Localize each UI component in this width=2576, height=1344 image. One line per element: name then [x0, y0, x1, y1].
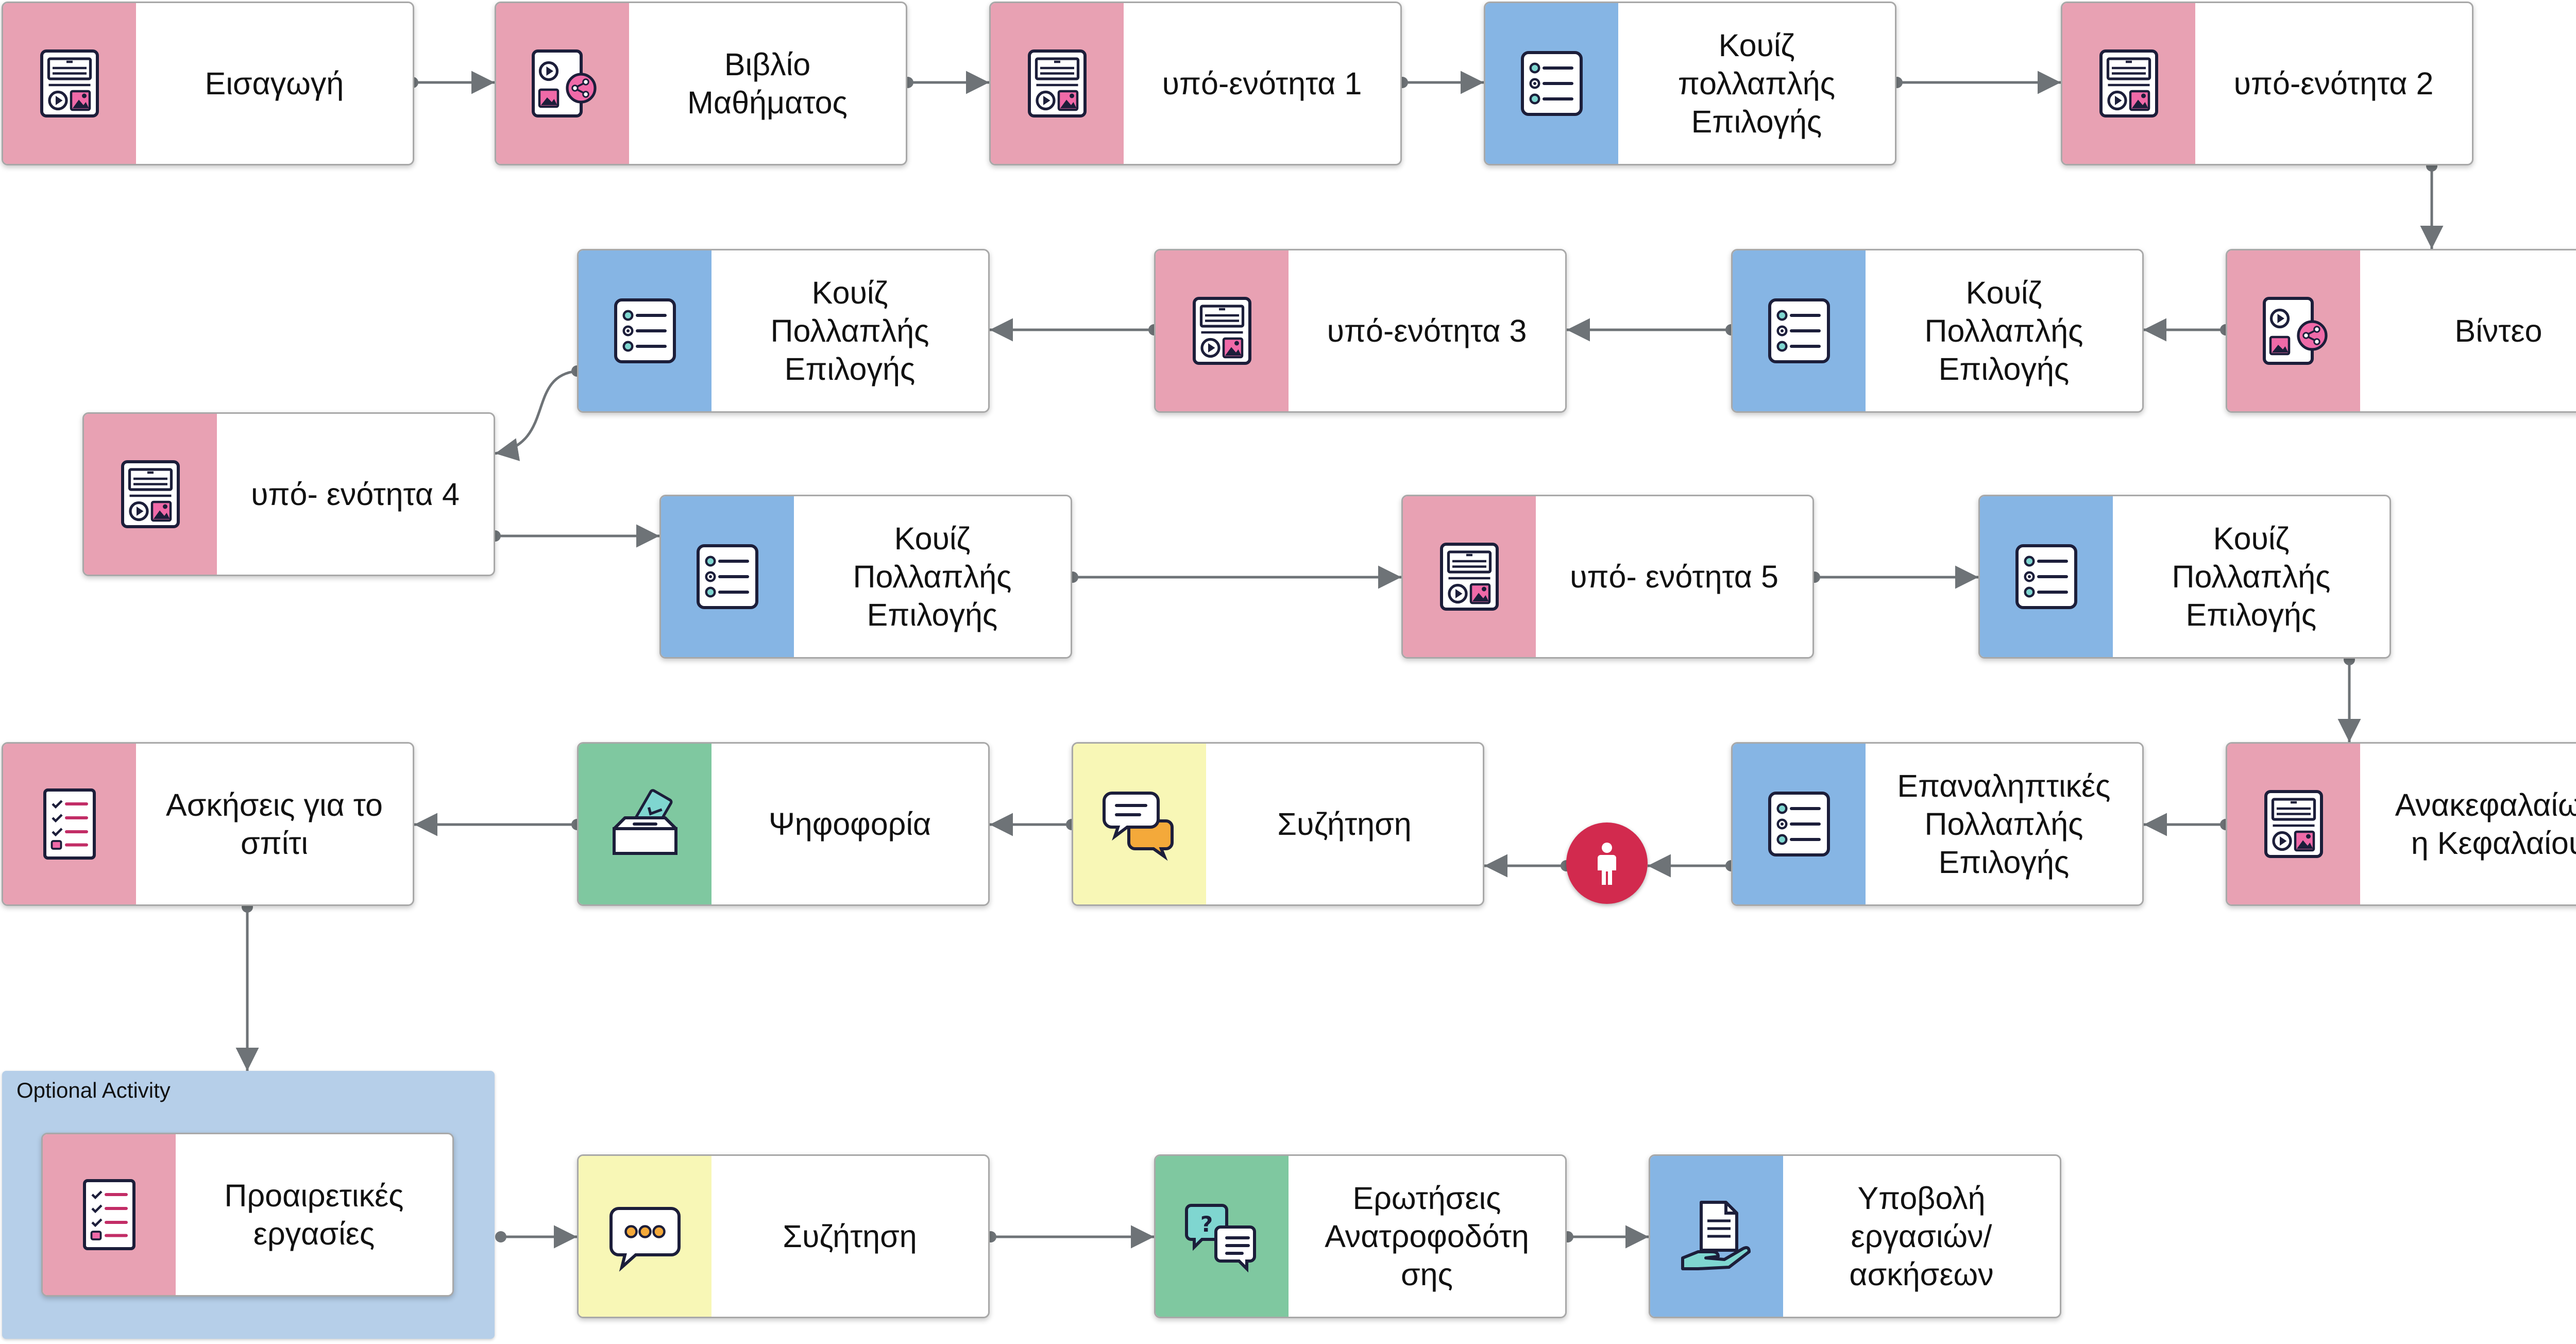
quiz-list-icon [689, 538, 766, 615]
quiz-list-icon [2008, 538, 2085, 615]
node-homework[interactable]: Ασκήσεις για το σπίτι [2, 742, 414, 906]
node-icon-area [579, 744, 711, 904]
node-quiz-5[interactable]: Κουίζ Πολλαπλής Επιλογής [1978, 495, 2391, 659]
node-textbook[interactable]: Βιβλίο Μαθήματος [495, 2, 907, 165]
node-feedback-questions[interactable]: Ερωτήσεις Ανατροφοδότη σης [1154, 1154, 1567, 1318]
node-label: Ψηφοφορία [768, 807, 931, 842]
content-page-icon [31, 45, 108, 122]
node-label: Συζήτηση [1277, 807, 1412, 842]
node-label: Κουίζ Πολλαπλής Επιλογής [770, 275, 929, 387]
node-label: Ασκήσεις για το σπίτι [166, 787, 383, 861]
node-subsection-4[interactable]: υπό- ενότητα 4 [82, 412, 495, 576]
node-icon-area [1156, 1156, 1289, 1317]
node-icon-area [991, 3, 1124, 164]
node-label: Ανακεφαλαίωσ η Κεφαλαίου [2395, 787, 2576, 861]
node-icon-area [1733, 250, 1866, 411]
content-page-icon [1431, 538, 1508, 615]
node-label: Βιβλίο Μαθήματος [687, 47, 848, 120]
node-icon-area [84, 414, 217, 575]
node-quiz-2[interactable]: Κουίζ Πολλαπλής Επιλογής [1731, 249, 2144, 413]
node-label: Επαναληπτικές Πολλαπλής Επιλογής [1897, 768, 2111, 880]
node-label: υπό-ενότητα 2 [2233, 66, 2434, 101]
node-video[interactable]: Βίντεο [2226, 249, 2576, 413]
node-label: Υποβολή εργασιών/ ασκήσεων [1849, 1181, 1994, 1292]
document-hand-icon [1678, 1198, 1755, 1275]
group-title: Optional Activity [16, 1078, 171, 1102]
node-label: υπό-ενότητα 1 [1162, 66, 1362, 101]
node-label: υπό- ενότητα 4 [251, 477, 460, 512]
content-page-icon [1019, 45, 1096, 122]
node-label: Κουίζ Πολλαπλής Επιλογής [853, 521, 1012, 632]
node-intro[interactable]: Εισαγωγή [2, 2, 414, 165]
node-chapter-review[interactable]: Ανακεφαλαίωσ η Κεφαλαίου [2226, 742, 2576, 906]
node-discussion-1[interactable]: Συζήτηση [1072, 742, 1484, 906]
ballot-box-icon [606, 785, 684, 863]
node-quiz-1[interactable]: Κουίζ πολλαπλής Επιλογής [1484, 2, 1896, 165]
connector-arrow [495, 369, 578, 461]
shared-content-icon [2255, 292, 2332, 369]
node-label: Κουίζ Πολλαπλής Επιλογής [2172, 521, 2331, 632]
shared-content-icon [524, 45, 601, 122]
content-page-icon [2090, 45, 2167, 122]
quiz-list-icon [1760, 292, 1838, 369]
node-discussion-2[interactable]: Συζήτηση [577, 1154, 990, 1318]
node-icon-area [43, 1134, 176, 1295]
node-poll[interactable]: Ψηφοφορία [577, 742, 990, 906]
node-icon-area [2227, 250, 2360, 411]
node-icon-area [3, 744, 136, 904]
node-quiz-4[interactable]: Κουίζ Πολλαπλής Επιλογής [659, 495, 1072, 659]
speech-bubble-icon [606, 1198, 684, 1275]
node-label: Ερωτήσεις Ανατροφοδότη σης [1325, 1181, 1529, 1292]
node-icon-area [1650, 1156, 1783, 1317]
person-node[interactable] [1566, 822, 1648, 904]
node-quiz-3[interactable]: Κουίζ Πολλαπλής Επιλογής [577, 249, 990, 413]
person-icon [1581, 837, 1633, 889]
node-label: Συζήτηση [783, 1219, 917, 1254]
node-icon-area [579, 1156, 711, 1317]
node-label: Κουίζ Πολλαπλής Επιλογής [1924, 275, 2083, 387]
node-subsection-5[interactable]: υπό- ενότητα 5 [1401, 495, 1814, 659]
node-icon-area [1403, 496, 1536, 657]
node-label: Κουίζ πολλαπλής Επιλογής [1677, 28, 1836, 139]
node-icon-area [2227, 744, 2360, 904]
content-page-icon [1183, 292, 1261, 369]
node-icon-area [496, 3, 629, 164]
content-page-icon [2255, 785, 2332, 863]
node-label: Προαιρετικές εργασίες [224, 1178, 404, 1251]
node-icon-area [2062, 3, 2195, 164]
node-subsection-3[interactable]: υπό-ενότητα 3 [1154, 249, 1567, 413]
quiz-list-icon [1513, 45, 1590, 122]
checklist-icon [71, 1176, 148, 1253]
node-icon-area [3, 3, 136, 164]
node-label: υπό- ενότητα 5 [1570, 559, 1778, 594]
question-chat-icon [1183, 1198, 1261, 1275]
node-icon-area [1073, 744, 1206, 904]
node-label: Βίντεο [2454, 313, 2543, 348]
node-icon-area [1156, 250, 1289, 411]
node-icon-area [1980, 496, 2113, 657]
node-label: υπό-ενότητα 3 [1327, 313, 1527, 348]
quiz-list-icon [606, 292, 684, 369]
node-optional-assignments[interactable]: Προαιρετικές εργασίες [41, 1133, 454, 1297]
node-icon-area [1485, 3, 1618, 164]
node-subsection-1[interactable]: υπό-ενότητα 1 [989, 2, 1402, 165]
node-icon-area [1733, 744, 1866, 904]
node-review-quiz[interactable]: Επαναληπτικές Πολλαπλής Επιλογής [1731, 742, 2144, 906]
node-label: Εισαγωγή [205, 66, 344, 101]
node-icon-area [661, 496, 794, 657]
node-subsection-2[interactable]: υπό-ενότητα 2 [2061, 2, 2473, 165]
node-submit-assignments[interactable]: Υποβολή εργασιών/ ασκήσεων [1649, 1154, 2061, 1318]
quiz-list-icon [1760, 785, 1838, 863]
checklist-icon [31, 785, 108, 863]
node-icon-area [579, 250, 711, 411]
chat-bubbles-icon [1101, 785, 1178, 863]
content-page-icon [112, 456, 189, 533]
connector-port[interactable] [495, 1231, 506, 1242]
